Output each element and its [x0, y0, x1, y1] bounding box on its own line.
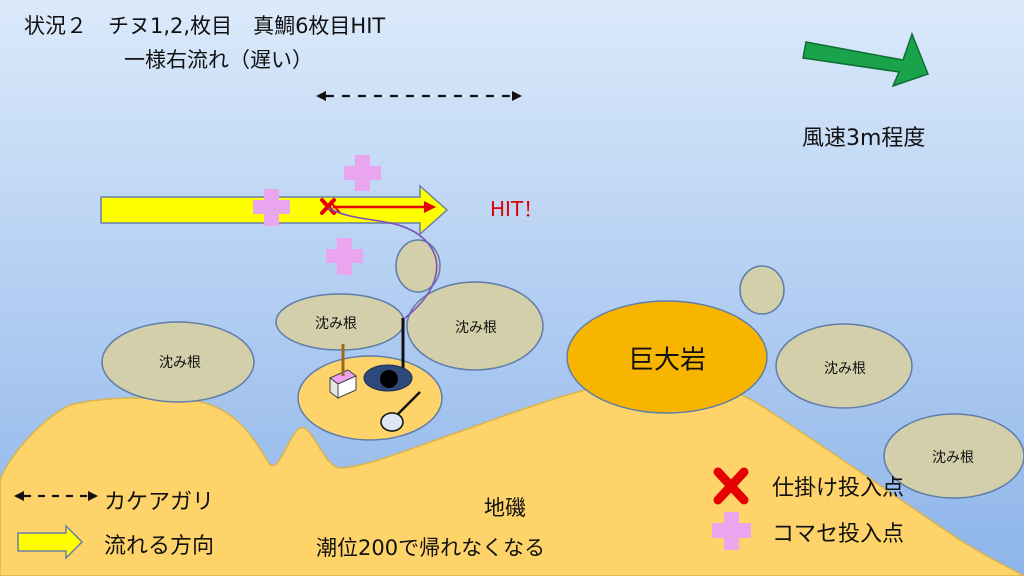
- chum-cross-left: [253, 189, 290, 226]
- sunken-rock-center-label: 沈み根: [315, 316, 357, 332]
- legend-current-label: 流れる方向: [104, 534, 215, 559]
- legend-rig-cross-icon: [713, 467, 749, 505]
- small-rock-top: [395, 239, 441, 293]
- landing-net-hoop: [380, 412, 404, 432]
- sunken-rock-far-right: [883, 413, 1024, 499]
- legend-rig-cast-label: 仕掛け投入点: [772, 476, 905, 501]
- diagram-title: 状況２ チヌ1,2,枚目 真鯛6枚目HIT: [24, 14, 386, 38]
- tide-note: 潮位200で帰れなくなる: [316, 536, 546, 560]
- seabed-name: 地磯: [484, 496, 526, 520]
- fishing-line: [327, 207, 438, 319]
- kakeagari-arrowhead-left: [316, 91, 326, 101]
- sunken-rock-left: [101, 321, 255, 403]
- sunken-rock-center-right-label: 沈み根: [455, 320, 497, 336]
- landing-net-handle: [397, 391, 421, 415]
- angler-head: [380, 370, 398, 388]
- sunken-rock-right-label: 沈み根: [824, 361, 866, 377]
- legend-chum-cast-label: コマセ投入点: [772, 522, 905, 547]
- sunken-rock-left-label: 沈み根: [159, 355, 201, 371]
- legend-chum-cross-icon: [712, 512, 751, 550]
- legend-kakeagari-label: カケアガリ: [104, 490, 215, 515]
- chum-box: [329, 369, 357, 399]
- giant-rock: [566, 300, 768, 414]
- sunken-rock-far-right-label: 沈み根: [932, 450, 974, 466]
- hit-label: HIT！: [490, 197, 544, 221]
- drift-red-arrowhead: [424, 201, 436, 213]
- fishing-spot-platform: [297, 355, 443, 441]
- giant-rock-label: 巨大岩: [627, 345, 707, 376]
- legend-kakeagari-head-right: [88, 491, 98, 501]
- wind-label: 風速3m程度: [802, 126, 926, 151]
- sunken-rock-center-right: [406, 281, 544, 371]
- chum-cross-bottom: [326, 238, 363, 275]
- legend-kakeagari-head-left: [14, 491, 24, 501]
- legend-current-arrow: [17, 524, 84, 560]
- diagram-subtitle: 一様右流れ（遅い）: [124, 48, 313, 72]
- kakeagari-arrowhead-right: [512, 91, 522, 101]
- sunken-rock-right: [775, 323, 913, 409]
- chum-cross-top: [344, 155, 381, 191]
- small-rock-right: [739, 265, 785, 315]
- wind-direction-arrow: [802, 31, 929, 88]
